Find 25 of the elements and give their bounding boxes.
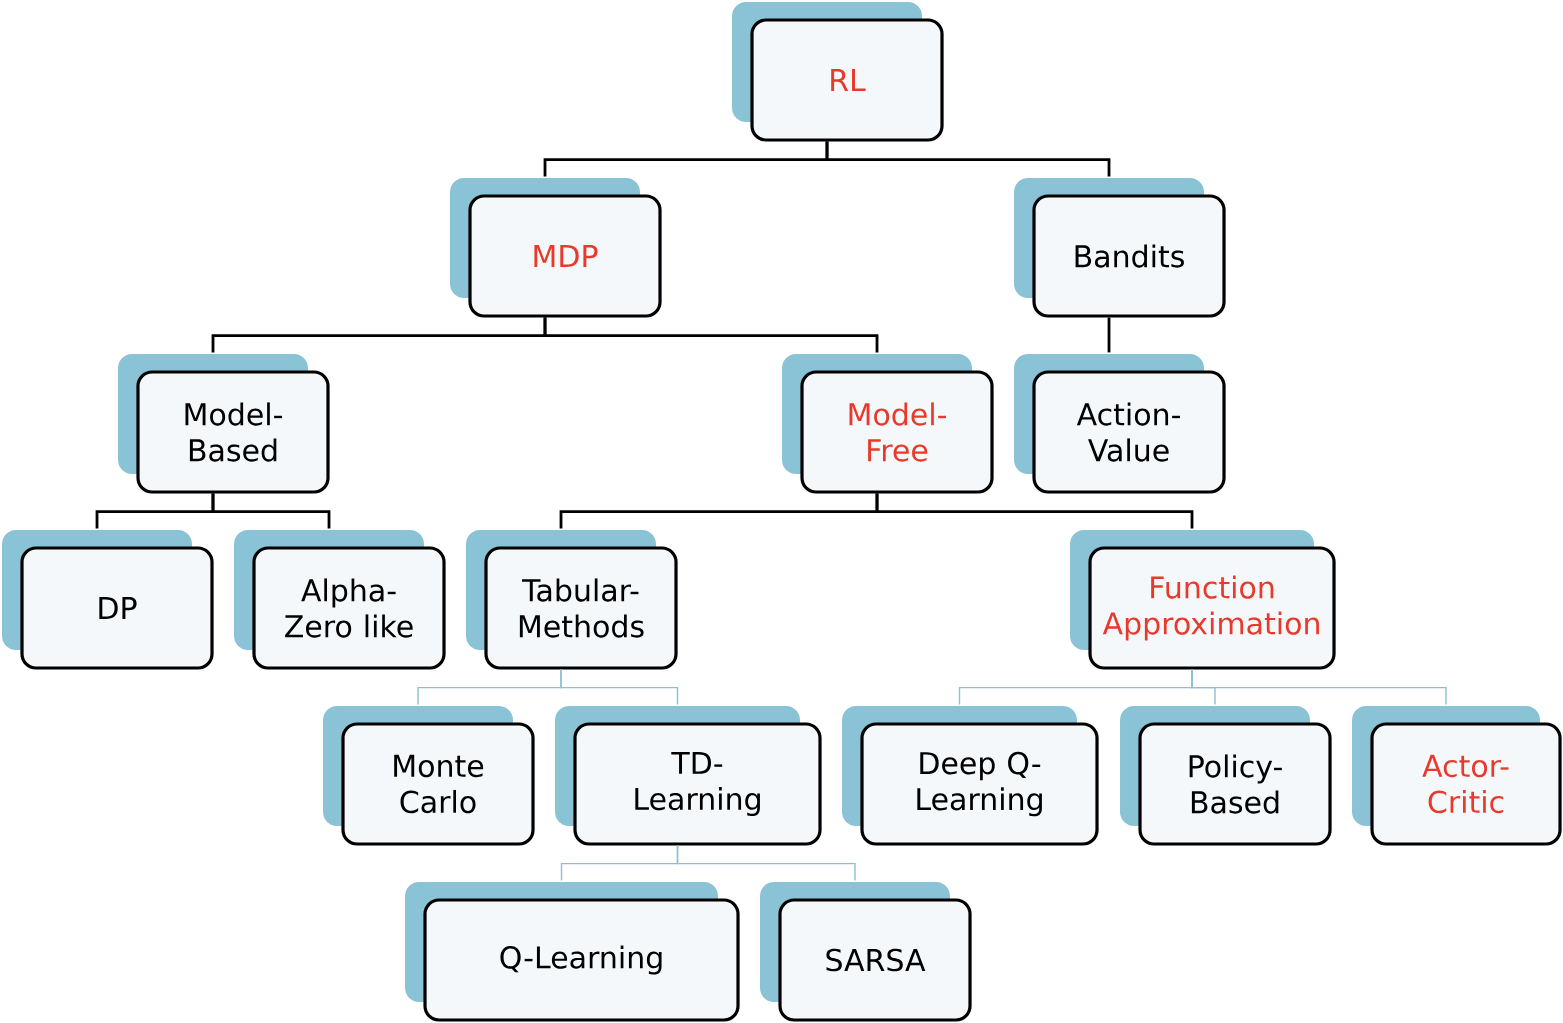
topic-box: Policy-Based xyxy=(1120,706,1332,846)
topic-box: Tabular-Methods xyxy=(466,530,678,670)
topic-box: Model-Based xyxy=(118,354,330,494)
topic-box: SARSA xyxy=(760,882,972,1022)
topic-box: Model-Free xyxy=(782,354,994,494)
topic-box: Q-Learning xyxy=(405,882,740,1022)
topic-box: Function Approximation xyxy=(1070,530,1336,670)
topic-box: MDP xyxy=(450,178,662,318)
topic-box: Alpha-Zero like xyxy=(234,530,446,670)
topic-box: Action-Value xyxy=(1014,354,1226,494)
topic-box: Actor-Critic xyxy=(1352,706,1562,846)
connector-line xyxy=(543,317,879,353)
connector-line xyxy=(211,493,331,529)
topic-box: TD-Learning xyxy=(555,706,822,846)
connector-line xyxy=(1191,668,1447,706)
topic-box: RL xyxy=(732,2,944,142)
topic-box: DP xyxy=(2,530,214,670)
topic-box: Monte Carlo xyxy=(323,706,535,846)
connector-line xyxy=(875,493,1194,529)
connector-line xyxy=(676,844,856,882)
connector-line xyxy=(1107,317,1111,353)
connector-line xyxy=(825,141,1111,177)
connector-line xyxy=(560,668,679,706)
topic-box: Bandits xyxy=(1014,178,1226,318)
topic-box: Deep Q-Learning xyxy=(842,706,1099,846)
